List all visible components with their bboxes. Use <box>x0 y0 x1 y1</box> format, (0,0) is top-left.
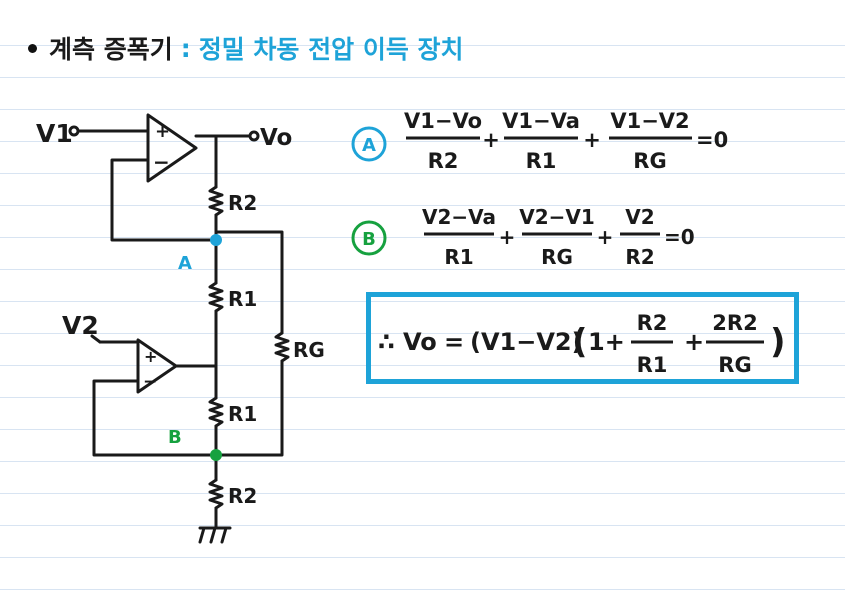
equation-a: V1−Vo R2 + V1−Va R1 + V1−V2 RG =0 <box>404 109 728 173</box>
rg-wire-bottom <box>214 359 284 457</box>
ground-leg-1 <box>198 526 206 544</box>
ground-leg-2 <box>209 526 217 544</box>
eq-a-op-1: + <box>482 128 500 152</box>
eq-b-op-1: + <box>499 225 516 249</box>
eq-a-den-2: R1 <box>526 149 557 173</box>
result-lhs: Vo <box>403 328 437 356</box>
bullet-icon <box>28 43 37 53</box>
v2-lead <box>90 334 102 344</box>
eq-a-op-2: + <box>583 128 601 152</box>
eq-b-num-3: V2 <box>625 205 654 229</box>
input-v1-label: V1 <box>36 119 73 148</box>
eq-b-rhs: =0 <box>664 225 695 249</box>
opamp-1-plus: + <box>155 121 170 142</box>
title-main: 계측 증폭기 <box>49 35 173 64</box>
result-therefore: ∴ <box>378 328 395 356</box>
resistor-r1-upper <box>208 281 224 313</box>
eq-b-den-2: RG <box>541 245 573 269</box>
rg-wire-top <box>214 230 284 335</box>
result-plus: + <box>684 328 704 356</box>
circuit-diagram <box>68 113 290 544</box>
result-term2-num: 2R2 <box>712 311 757 335</box>
result-open-paren: ( <box>572 322 588 362</box>
opamp-2-feedback <box>92 379 218 457</box>
badge-a-circle <box>351 126 387 162</box>
badge-a-letter: A <box>362 135 376 156</box>
title-subtitle: 정밀 차동 전압 이득 장치 <box>198 35 464 64</box>
ground-leg-3 <box>220 526 228 544</box>
result-term1-num: R2 <box>637 311 668 335</box>
result-box <box>366 292 799 384</box>
resistor-r2-top <box>208 185 224 217</box>
eq-a-den-3: RG <box>633 149 666 173</box>
eq-b-den-3: R2 <box>625 245 654 269</box>
opamp-1 <box>146 113 198 183</box>
eq-b-num-2: V2−V1 <box>519 205 595 229</box>
eq-a-den-1: R2 <box>428 149 459 173</box>
r2-top-label: R2 <box>228 191 257 215</box>
page-title: 계측 증폭기 : 정밀 차동 전압 이득 장치 <box>28 28 464 68</box>
opamp-1-minus: − <box>153 150 170 174</box>
result-equals: = <box>444 328 464 356</box>
equation-b: V2−Va R1 + V2−V1 RG + V2 R2 =0 <box>422 205 695 269</box>
eq-b-den-1: R1 <box>444 245 473 269</box>
input-v2-label: V2 <box>62 311 99 340</box>
node-a-label: A <box>178 253 192 274</box>
eq-a-rhs: =0 <box>696 128 728 152</box>
r1-upper-label: R1 <box>228 287 257 311</box>
opamp-2-minus: − <box>143 372 157 392</box>
badge-b-letter: B <box>362 229 376 250</box>
eq-a-num-3: V1−V2 <box>610 109 689 133</box>
r1-lower-label: R1 <box>228 402 257 426</box>
resistor-r1-lower <box>208 396 224 428</box>
eq-a-num-1: V1−Vo <box>404 109 482 133</box>
resistor-rg <box>274 331 290 363</box>
rg-label: RG <box>293 338 325 362</box>
opamp-2 <box>136 338 178 394</box>
opamp-2-plus: + <box>144 347 157 366</box>
output-vo-label: Vo <box>260 125 292 151</box>
node-b-dot <box>210 449 222 461</box>
vo-terminal <box>248 130 260 142</box>
opamp-1-feedback <box>110 158 218 242</box>
node-a-dot <box>210 234 222 246</box>
result-term2-den: RG <box>718 353 751 377</box>
eq-b-num-1: V2−Va <box>422 205 496 229</box>
result-close-paren: ) <box>770 322 786 362</box>
title-separator: : <box>180 33 191 63</box>
result-one-plus: 1+ <box>588 328 625 356</box>
node-b-label: B <box>168 427 182 448</box>
result-term1-den: R1 <box>637 353 668 377</box>
eq-b-op-2: + <box>597 225 614 249</box>
r2-bottom-label: R2 <box>228 484 257 508</box>
result-factor: (V1−V2) <box>470 328 583 356</box>
eq-a-num-2: V1−Va <box>502 109 580 133</box>
result-equation: ∴ Vo = (V1−V2) ( 1+ R2 R1 + 2R2 RG ) <box>378 311 786 377</box>
resistor-r2-bottom <box>208 478 224 510</box>
badge-b-circle <box>351 220 387 256</box>
